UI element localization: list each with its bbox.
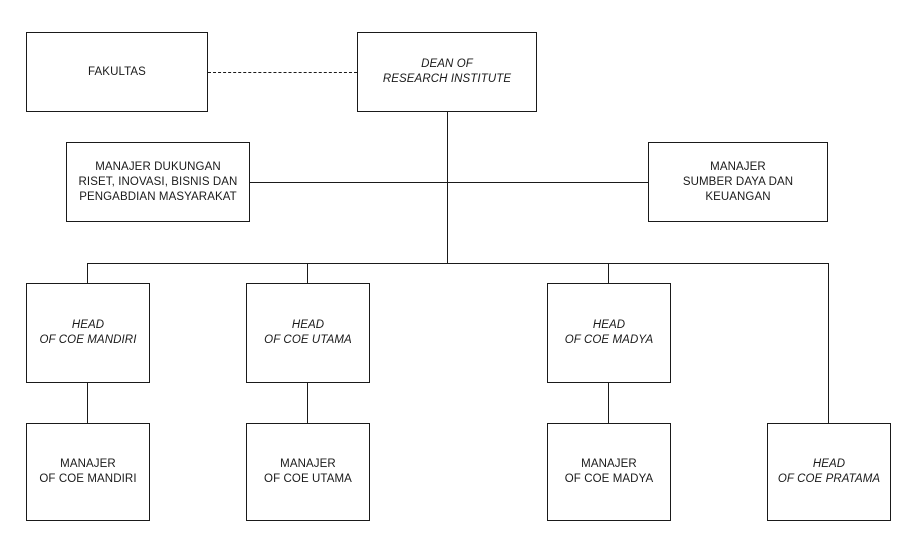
node-head-of-coe-madya[interactable]: HEAD OF COE MADYA (547, 283, 671, 383)
node-manajer-of-coe-utama-label: MANAJER OF COE UTAMA (264, 458, 352, 485)
node-manajer-of-coe-madya[interactable]: MANAJER OF COE MADYA (547, 423, 671, 521)
node-fakultas-label: FAKULTAS (88, 65, 146, 78)
node-manajer-sumber-daya-dan-keuangan[interactable]: MANAJER SUMBER DAYA DAN KEUANGAN (648, 142, 828, 222)
node-manajer-dukungan-riset-label: MANAJER DUKUNGAN RISET, INOVASI, BISNIS … (78, 160, 238, 203)
node-dean-of-research-institute-label: DEAN OF RESEARCH INSTITUTE (382, 58, 512, 85)
edge-head-to-manajer-mandiri (87, 383, 88, 423)
edge-fakultas-to-dean (208, 72, 357, 73)
node-manajer-of-coe-mandiri-label: MANAJER OF COE MANDIRI (39, 458, 137, 485)
node-manajer-sumber-daya-dan-keuangan-label: MANAJER SUMBER DAYA DAN KEUANGAN (682, 160, 794, 203)
edge-head-row-bus (87, 263, 829, 264)
node-head-of-coe-pratama[interactable]: HEAD OF COE PRATAMA (767, 423, 891, 521)
node-manajer-of-coe-mandiri[interactable]: MANAJER OF COE MANDIRI (26, 423, 150, 521)
edge-dean-trunk (447, 112, 448, 264)
edge-manager-row-bus (250, 182, 648, 183)
node-dean-of-research-institute[interactable]: DEAN OF RESEARCH INSTITUTE (357, 32, 537, 112)
edge-bus-to-head-pratama (828, 263, 829, 423)
node-head-of-coe-mandiri[interactable]: HEAD OF COE MANDIRI (26, 283, 150, 383)
node-fakultas[interactable]: FAKULTAS (26, 32, 208, 112)
edge-bus-to-head-utama (307, 263, 308, 283)
edge-bus-to-head-mandiri (87, 263, 88, 283)
node-head-of-coe-utama[interactable]: HEAD OF COE UTAMA (246, 283, 370, 383)
node-manajer-of-coe-utama[interactable]: MANAJER OF COE UTAMA (246, 423, 370, 521)
edge-head-to-manajer-utama (307, 383, 308, 423)
node-head-of-coe-mandiri-label: HEAD OF COE MANDIRI (39, 319, 137, 346)
edge-bus-to-head-madya (608, 263, 609, 283)
node-head-of-coe-madya-label: HEAD OF COE MADYA (564, 319, 654, 346)
node-head-of-coe-pratama-label: HEAD OF COE PRATAMA (777, 458, 881, 485)
node-head-of-coe-utama-label: HEAD OF COE UTAMA (264, 319, 352, 346)
edge-head-to-manajer-madya (608, 383, 609, 423)
node-manajer-of-coe-madya-label: MANAJER OF COE MADYA (564, 458, 654, 485)
node-manajer-dukungan-riset[interactable]: MANAJER DUKUNGAN RISET, INOVASI, BISNIS … (66, 142, 250, 222)
